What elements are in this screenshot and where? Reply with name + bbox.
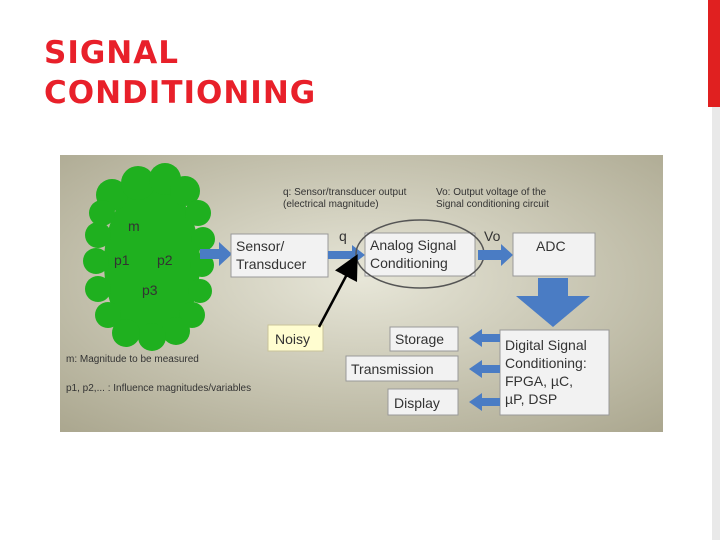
adc-label: ADC <box>536 238 566 254</box>
slide-title: SIGNAL CONDITIONING <box>44 33 316 113</box>
adc-to-digital-arrow <box>516 278 590 327</box>
cloud-label-p1: p1 <box>114 252 130 268</box>
noisy-pointer-arrow <box>317 254 358 328</box>
sensor-box <box>230 233 329 278</box>
analog-to-adc-arrow <box>478 244 513 266</box>
title-line-1: SIGNAL <box>44 35 179 71</box>
digital-label-line-3: FPGA, µC, <box>505 373 573 389</box>
digital-label-line-2: Conditioning: <box>505 355 587 371</box>
m-note: m: Magnitude to be measured <box>66 354 199 365</box>
display-box <box>387 388 459 416</box>
measurand-cloud <box>83 163 215 351</box>
vo-label: Vo <box>484 228 501 244</box>
analog-conditioning-box <box>364 232 476 277</box>
display-label: Display <box>394 395 440 411</box>
to-display-arrow <box>469 393 500 411</box>
cloud-label-p3: p3 <box>142 282 158 298</box>
transmission-label: Transmission <box>351 361 434 377</box>
q-note-line-1: q: Sensor/transducer output <box>283 187 407 198</box>
sensor-label-line-1: Sensor/ <box>236 238 284 254</box>
noisy-label-box <box>267 324 324 352</box>
analog-label-line-2: Conditioning <box>370 255 448 271</box>
cloud-to-sensor-arrow <box>200 242 232 266</box>
side-bar <box>712 107 720 540</box>
to-storage-arrow <box>469 329 500 347</box>
cloud-label-p2: p2 <box>157 252 173 268</box>
q-note-line-2: (electrical magnitude) <box>283 199 379 210</box>
sensor-label-line-2: Transducer <box>236 256 307 272</box>
accent-bar <box>708 0 720 107</box>
adc-box <box>512 232 596 277</box>
analog-label-line-1: Analog Signal <box>370 237 456 253</box>
to-transmission-arrow <box>469 360 500 378</box>
transmission-box <box>345 355 459 382</box>
title-line-2: CONDITIONING <box>44 75 317 111</box>
vo-note-line-2: Signal conditioning circuit <box>436 199 549 210</box>
signal-conditioning-diagram: m p1 p2 p3 q: Sensor/transducer output (… <box>60 155 663 432</box>
p-note: p1, p2,... : Influence magnitudes/variab… <box>66 383 251 394</box>
digital-label-line-1: Digital Signal <box>505 337 587 353</box>
vo-note-line-1: Vo: Output voltage of the <box>436 187 547 198</box>
digital-label-line-4: µP, DSP <box>505 391 557 407</box>
noisy-label: Noisy <box>275 331 310 347</box>
q-label: q <box>339 228 347 244</box>
storage-label: Storage <box>395 331 444 347</box>
cloud-label-m: m <box>128 218 140 234</box>
storage-box <box>389 326 459 352</box>
digital-conditioning-box <box>499 329 610 416</box>
